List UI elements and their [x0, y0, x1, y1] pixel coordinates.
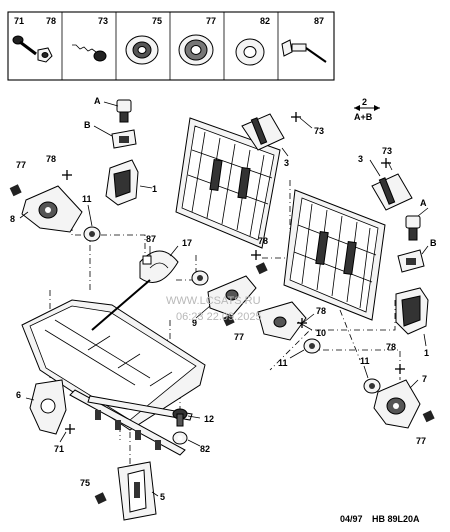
right-seat-back-frame — [283, 189, 386, 321]
callout: 78 — [316, 306, 326, 316]
callout: 87 — [146, 234, 156, 244]
clip-5 — [117, 461, 157, 521]
legend-ref-78: 78 — [46, 16, 56, 26]
plug-b-left — [111, 129, 137, 149]
callout: 7 — [422, 374, 427, 384]
bolt-icon — [12, 35, 53, 63]
hinge-right — [373, 379, 421, 429]
latch-right — [395, 287, 429, 335]
callout: 3 — [284, 158, 289, 168]
callout: 82 — [200, 444, 210, 454]
callout: A — [420, 198, 427, 208]
callout: 71 — [54, 444, 64, 454]
callout: 9 — [192, 318, 197, 328]
callout: 2 — [362, 97, 367, 107]
callout: 11 — [82, 194, 92, 204]
bushing-11-right — [363, 378, 381, 394]
footer-code: HB 89L20A — [372, 514, 420, 524]
rivet-87-marker — [142, 255, 152, 265]
diagram-footer: 04/97 HB 89L20A — [340, 514, 420, 524]
rivet-icon — [281, 39, 327, 63]
callout: 11 — [278, 358, 288, 368]
callout: 77 — [16, 160, 26, 170]
plug-a-right — [405, 215, 421, 241]
bushing-near-9 — [191, 270, 209, 286]
watermark-site: WWW.LCSATS.RU — [166, 295, 261, 307]
callout: 73 — [314, 126, 324, 136]
watermark: WWW.LCSATS.RU 06:23 22.09.2025 — [166, 295, 262, 323]
seat-base-frame — [21, 299, 206, 456]
callout: 77 — [234, 332, 244, 342]
callout: A — [94, 96, 101, 106]
bushing-11-mid — [303, 338, 321, 354]
callout: 5 — [160, 492, 165, 502]
callout: 10 — [316, 328, 326, 338]
callout: 1 — [424, 348, 429, 358]
legend-ref-73: 73 — [98, 16, 108, 26]
callout: 73 — [382, 146, 392, 156]
plug-a-left — [116, 99, 132, 123]
callout: 78 — [258, 236, 268, 246]
bracket-10 — [257, 301, 307, 341]
bolt-12 — [172, 408, 188, 427]
legend-ref-87: 87 — [314, 16, 324, 26]
callout: 3 — [358, 154, 363, 164]
callout: 78 — [46, 154, 56, 164]
legend-ref-82: 82 — [260, 16, 270, 26]
bracket-3-left — [241, 113, 285, 151]
legend-frame — [7, 11, 335, 81]
strap-17 — [91, 250, 179, 331]
callout: 6 — [16, 390, 21, 400]
callout: 17 — [182, 238, 192, 248]
callout: B — [430, 238, 437, 248]
bracket-9 — [207, 275, 257, 317]
screw-icon — [72, 44, 107, 62]
callout: B — [84, 120, 91, 130]
washer-82 — [172, 431, 188, 445]
watermark-timestamp: 06:23 22.09.2025 — [176, 311, 262, 323]
bracket-3-right — [371, 173, 413, 211]
plug-b-right — [397, 249, 425, 273]
latch-left — [105, 159, 139, 206]
rail-teeth — [95, 410, 161, 450]
legend-ref-75: 75 — [152, 16, 162, 26]
hinge-left — [21, 185, 83, 233]
callout: 75 — [80, 478, 90, 488]
footer-date: 04/97 — [340, 514, 363, 524]
fastener-markers — [9, 112, 435, 505]
callout: A+B — [354, 112, 373, 122]
thick-washer-icon — [178, 34, 214, 66]
clamp-6 — [29, 379, 67, 435]
bushing-icon — [125, 35, 159, 65]
callout: 1 — [152, 184, 157, 194]
leader-lines — [19, 101, 429, 497]
callout: 77 — [416, 436, 426, 446]
callout: 8 — [10, 214, 15, 224]
callout: 12 — [204, 414, 214, 424]
callout: 11 — [360, 356, 370, 366]
fastener-legend-strip: 71 78 73 75 77 82 — [7, 11, 335, 81]
callout: 78 — [386, 342, 396, 352]
bushing-11-left — [83, 226, 101, 242]
washer-icon — [235, 38, 265, 66]
callout-labels: 2 A+B 73 3 A B 77 78 1 8 11 87 17 78 77 … — [10, 96, 437, 502]
legend-ref-71: 71 — [14, 16, 24, 26]
direction-arrow — [354, 105, 380, 111]
legend-ref-77: 77 — [206, 16, 216, 26]
left-seat-back-frame — [175, 117, 281, 249]
